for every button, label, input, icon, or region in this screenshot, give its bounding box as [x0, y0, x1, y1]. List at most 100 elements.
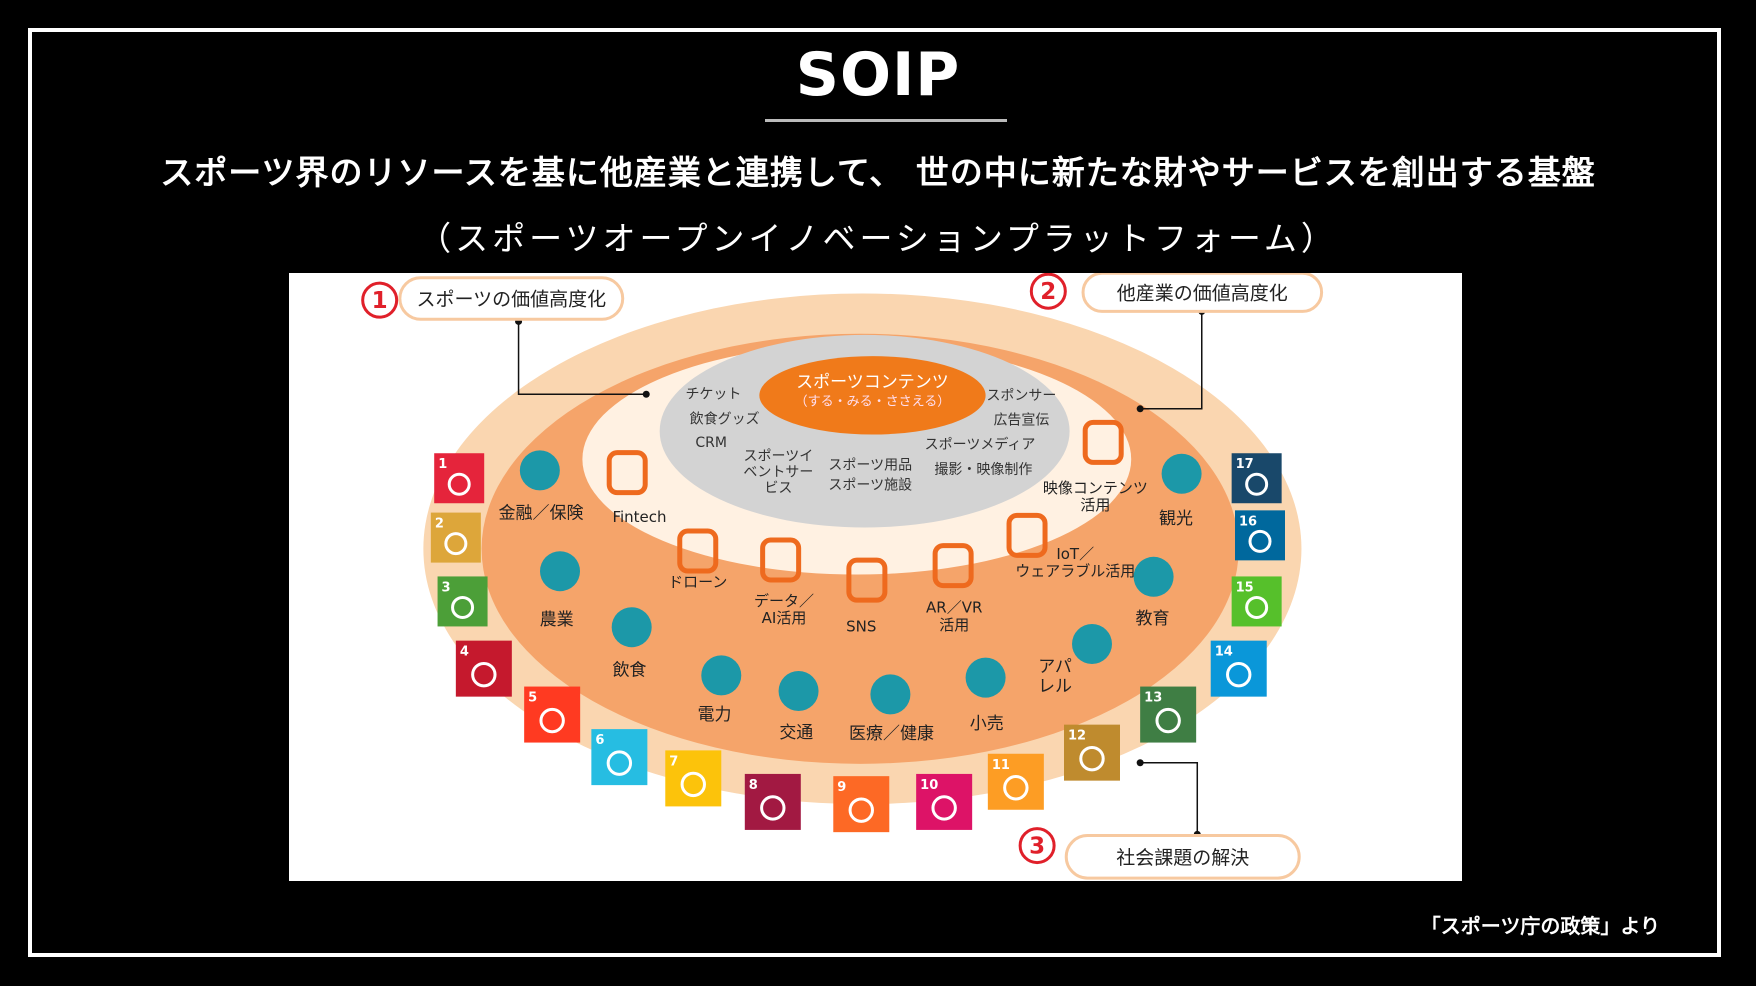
callout-number-badge [1029, 273, 1067, 310]
sports-resource-item-line: スポーツ施設 [828, 477, 912, 493]
tech-item: IoT／ウェアラブル活用 [1015, 545, 1135, 580]
sdg-goal-icon [1226, 661, 1252, 688]
wheat-icon [540, 551, 580, 592]
title-underline [765, 119, 1007, 122]
slide-frame [28, 28, 1721, 957]
industry-item-line: レル [1038, 677, 1072, 697]
school-icon [1133, 556, 1174, 597]
industry-item: 観光 [1159, 509, 1193, 529]
industry-item-line: 飲食 [612, 660, 646, 680]
slide-subtitle: スポーツ界のリソースを基に他産業と連携して、 世の中に新たな財やサービスを創出す… [160, 153, 1596, 192]
tech-item: 映像コンテンツ活用 [1043, 479, 1148, 514]
sports-resource-item-line: CRM [695, 435, 727, 451]
sports-resource-item: スポーツメディア [925, 436, 1036, 453]
industry-item-line: 金融／保険 [498, 504, 583, 524]
industry-item-line: 教育 [1135, 609, 1169, 629]
sports-resource-item: 撮影・映像制作 [934, 461, 1032, 478]
core-title: スポーツコンテンツ [796, 373, 949, 393]
connector-dot [1136, 759, 1144, 767]
connector-dot [642, 390, 650, 398]
drone-icon [677, 528, 719, 574]
sdg-goal-number: 3 [442, 580, 451, 595]
insurance-icon [519, 450, 560, 491]
industry-item: 電力 [698, 705, 732, 725]
industry-item: 医療／健康 [849, 724, 934, 744]
tech-item: ドローン [668, 573, 727, 591]
capsule-icon [870, 674, 911, 715]
sports-resource-item: チケット [685, 387, 741, 403]
sports-resource-item: CRM [695, 435, 727, 451]
tech-item-line: AI活用 [762, 609, 807, 627]
callout-connector [1140, 311, 1203, 410]
industry-item: 金融／保険 [498, 504, 583, 524]
sdg-goal-icon [444, 532, 468, 556]
sdg-goal-icon [447, 472, 471, 496]
industry-item-line: 医療／健康 [849, 724, 934, 744]
core-subtitle: （する・みる・ささえる） [795, 394, 951, 409]
sdg-goal-number: 14 [1215, 645, 1233, 660]
sdg-goal-icon [451, 595, 475, 619]
airplane-icon [1161, 453, 1202, 494]
callout-number-badge [361, 281, 399, 319]
sdg-goal-number: 9 [837, 780, 846, 795]
sdg-goal-icon [1003, 775, 1029, 801]
sdg-goal-number: 4 [460, 645, 469, 660]
tech-item-line: SNS [846, 618, 876, 636]
callout-label: 社会課題の解決 [1116, 847, 1249, 869]
sports-resource-item: スポーツ施設 [828, 477, 912, 493]
sports-resource-item-line: ベントサー [743, 464, 813, 480]
industry-item: 飲食 [612, 660, 646, 680]
sdg-goal-number: 8 [749, 778, 758, 793]
sdg-goal-number: 12 [1068, 729, 1086, 744]
callout-label: スポーツの価値高度化 [416, 288, 606, 310]
sdg-goal-icon [1245, 472, 1269, 496]
callout-connector [517, 321, 647, 395]
callout-number: 2 [1040, 279, 1056, 305]
sdg-goal-icon [680, 771, 706, 798]
sdg-goal-icon [606, 750, 633, 776]
sports-resource-item-line: スポーツメディア [925, 436, 1036, 453]
sports-resource-item-line: 撮影・映像制作 [934, 461, 1032, 478]
sdg-goal-icon [1079, 745, 1105, 772]
sports-resource-item-line: 飲食グッズ [690, 410, 760, 427]
industry-item-line: 小売 [970, 714, 1004, 734]
sports-resource-item-line: 広告宣伝 [993, 412, 1049, 428]
sdg-goal-number: 6 [595, 733, 604, 748]
sdg-goal-icon [1155, 707, 1181, 734]
callout-label: 他産業の価値高度化 [1117, 282, 1288, 304]
sports-resource-item-line: ビス [764, 481, 792, 497]
callout-number: 3 [1029, 834, 1045, 860]
industry-item: アパレル [1038, 657, 1072, 697]
sdg-goal-number: 7 [669, 754, 678, 769]
industry-item-line: アパ [1038, 657, 1072, 677]
callout-box [1064, 834, 1301, 880]
vr-headset-icon [932, 543, 974, 589]
sports-resource-item-line: スポーツイ [744, 448, 814, 464]
tech-item-line: ドローン [668, 573, 727, 591]
fintech-icon [606, 450, 648, 496]
tech-item-line: 映像コンテンツ [1043, 479, 1148, 497]
tech-item: SNS [846, 618, 876, 636]
callout-box [398, 276, 625, 321]
sdg-goal-icon [931, 795, 957, 821]
sdg-goal-number: 15 [1236, 580, 1254, 595]
slide-title: SOIP [795, 40, 961, 110]
sdg-goal-number: 16 [1239, 514, 1257, 529]
tech-item-line: 活用 [1080, 496, 1110, 514]
sdg-goal-number: 5 [528, 691, 537, 706]
core-title-line: スポーツコンテンツ [796, 373, 949, 393]
industry-item-line: 電力 [698, 705, 732, 725]
tech-item-line: ウェアラブル活用 [1015, 562, 1135, 580]
tech-item-line: Fintech [612, 508, 666, 526]
person-icon [1072, 624, 1112, 664]
source-note: 「スポーツ庁の政策」より [1420, 914, 1660, 938]
sdg-goal-number: 1 [438, 457, 447, 472]
sdg-goal-icon [471, 661, 497, 688]
sdg-goal-icon [1248, 529, 1272, 553]
tech-item-line: AR／VR [926, 599, 982, 617]
tech-item-line: 活用 [939, 616, 969, 634]
slide-subtitle-parenthetical: （スポーツオープンイノベーションプラットフォーム） [418, 219, 1338, 258]
callout-connector [1140, 761, 1199, 835]
